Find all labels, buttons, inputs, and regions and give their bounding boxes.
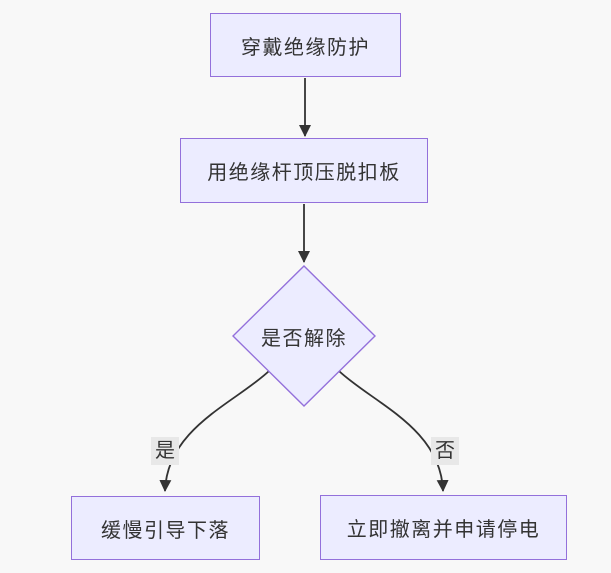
node-guide-descent-label: 缓慢引导下落 xyxy=(101,519,230,542)
node-press-trip-plate: 用绝缘杆顶压脱扣板 xyxy=(180,138,428,203)
node-press-trip-plate-label: 用绝缘杆顶压脱扣板 xyxy=(207,162,401,184)
edge-label-no: 否 xyxy=(431,437,459,465)
node-decision-released: 是否解除 xyxy=(234,316,374,356)
edge-decision-to-guide xyxy=(159,370,270,492)
node-decision-released-label: 是否解除 xyxy=(261,327,347,350)
node-evacuate-power-off: 立即撤离并申请停电 xyxy=(320,495,567,560)
node-wear-protection-label: 穿戴绝缘防护 xyxy=(241,36,370,59)
node-wear-protection: 穿戴绝缘防护 xyxy=(210,13,401,77)
node-evacuate-power-off-label: 立即撤离并申请停电 xyxy=(346,519,541,541)
decision-diamond-shape xyxy=(232,265,376,407)
node-guide-descent: 缓慢引导下落 xyxy=(71,496,260,560)
edge-label-yes: 是 xyxy=(151,437,179,465)
edge-decision-to-evacuate xyxy=(338,370,449,492)
